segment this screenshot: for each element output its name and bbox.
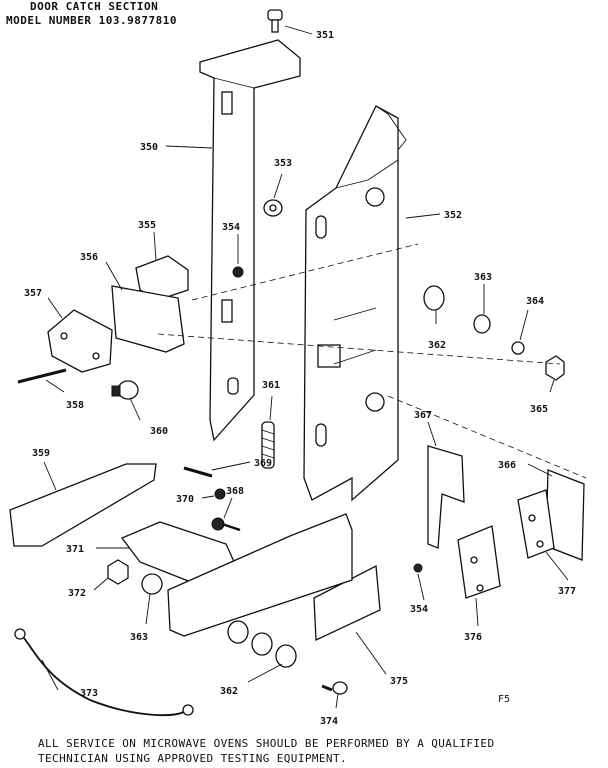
- diagram-title: DOOR CATCH SECTION: [30, 0, 159, 13]
- service-notice-line-2: TECHNICIAN USING APPROVED TESTING EQUIPM…: [38, 752, 347, 765]
- service-notice-line-1: ALL SERVICE ON MICROWAVE OVENS SHOULD BE…: [38, 737, 495, 750]
- callout-356: 356: [80, 252, 98, 263]
- callout-363b: 363: [130, 632, 148, 643]
- part-367-bracket: [427, 445, 465, 549]
- callout-363: 363: [474, 272, 492, 283]
- base-bracket: [167, 513, 353, 637]
- part-352-panel: [303, 105, 407, 502]
- callout-361: 361: [262, 380, 280, 391]
- callout-362: 362: [428, 340, 446, 351]
- callout-372: 372: [68, 588, 86, 599]
- callout-370: 370: [176, 494, 194, 505]
- callout-365: 365: [530, 404, 548, 415]
- part-351-screw: [267, 9, 283, 33]
- model-number: MODEL NUMBER 103.9877810: [6, 14, 177, 27]
- callout-353: 353: [274, 158, 292, 169]
- part-359-handle: [9, 463, 157, 547]
- callout-labels: 351 350 353 354 352 355 356 357 358 360 …: [24, 30, 576, 727]
- part-377-switch: [517, 489, 555, 559]
- part-362-washer: [423, 285, 445, 311]
- part-354-screw-b: [413, 563, 423, 573]
- alignment-line: [387, 395, 587, 479]
- alignment-line: [191, 243, 419, 301]
- callout-377: 377: [558, 586, 576, 597]
- part-364-nut: [511, 341, 525, 355]
- part-368-screw: [211, 517, 241, 532]
- part-365-nut: [545, 355, 565, 381]
- callout-376: 376: [464, 632, 482, 643]
- callout-352: 352: [444, 210, 462, 221]
- callout-374: 374: [320, 716, 338, 727]
- callout-355: 355: [138, 220, 156, 231]
- callout-357: 357: [24, 288, 42, 299]
- part-356-plate: [111, 285, 185, 353]
- part-363-washer: [473, 314, 491, 334]
- callout-371: 371: [66, 544, 84, 555]
- part-376-switch: [457, 525, 501, 599]
- figure-code: F5: [498, 694, 511, 705]
- part-361-spring: [261, 421, 275, 469]
- callout-360: 360: [150, 426, 168, 437]
- part-374-screw: [321, 681, 348, 695]
- callout-350: 350: [140, 142, 158, 153]
- part-372-nut: [107, 559, 129, 585]
- part-358-screw: [17, 368, 67, 384]
- part-369-screw: [183, 466, 213, 478]
- part-362-washer-b2: [251, 632, 273, 656]
- part-362-washer-b3: [275, 644, 297, 668]
- part-357-switch: [47, 309, 113, 373]
- part-375-plate: [313, 564, 381, 642]
- callout-364: 364: [526, 296, 544, 307]
- part-354-screw-a: [232, 266, 244, 278]
- callout-362b: 362: [220, 686, 238, 697]
- callout-373: 373: [80, 688, 98, 699]
- callout-354: 354: [222, 222, 240, 233]
- leader-lines: [41, 25, 569, 709]
- alignment-line: [157, 333, 561, 365]
- callout-354b: 354: [410, 604, 428, 615]
- callout-375: 375: [390, 676, 408, 687]
- part-373-ground-wire: [14, 628, 194, 716]
- part-353-nut: [263, 199, 283, 217]
- part-350-bracket: [199, 39, 301, 442]
- callout-351: 351: [316, 30, 334, 41]
- callout-367: 367: [414, 410, 432, 421]
- callout-369: 369: [254, 458, 272, 469]
- callout-368: 368: [226, 486, 244, 497]
- part-360-knob: [111, 380, 139, 400]
- part-370-nut: [214, 488, 226, 500]
- callout-359: 359: [32, 448, 50, 459]
- part-355-latch: [135, 255, 189, 301]
- callout-358: 358: [66, 400, 84, 411]
- part-363-washer-b: [141, 573, 163, 595]
- part-362-washer-b1: [227, 620, 249, 644]
- callout-366: 366: [498, 460, 516, 471]
